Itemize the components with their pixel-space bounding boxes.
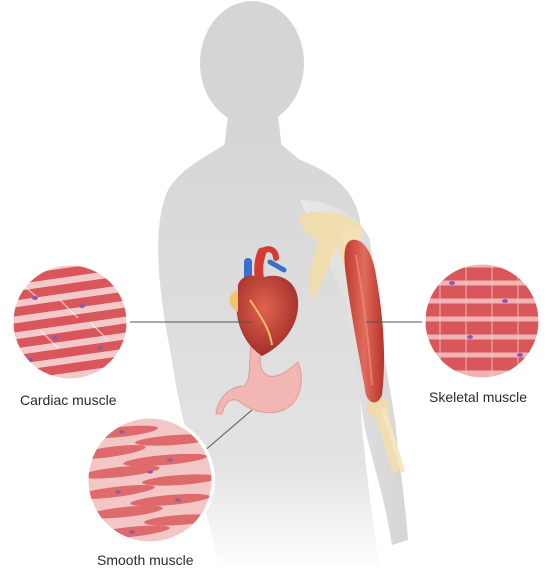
smooth-muscle-label: Smooth muscle <box>97 552 193 568</box>
skeletal-muscle-circle <box>420 260 550 385</box>
skeletal-muscle-label: Skeletal muscle <box>429 389 527 405</box>
cardiac-muscle-label: Cardiac muscle <box>20 392 116 408</box>
cardiac-muscle-circle <box>0 260 140 390</box>
